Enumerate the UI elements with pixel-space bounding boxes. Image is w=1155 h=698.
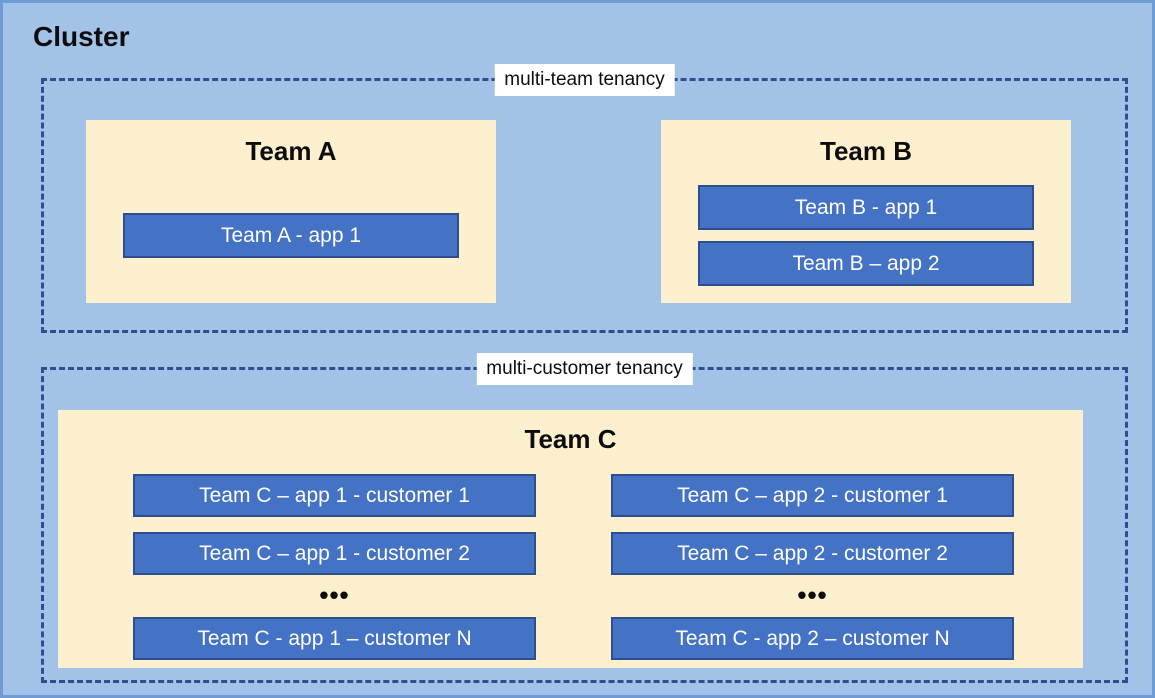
app-box-team-c-app-1-customer-2[interactable]: Team C – app 1 - customer 2 (133, 532, 536, 575)
app-box-team-c-app-2-customer-1[interactable]: Team C – app 2 - customer 1 (611, 474, 1014, 517)
team-a-title: Team A (245, 136, 337, 166)
app-box-team-b-app-2[interactable]: Team B – app 2 (698, 241, 1034, 286)
tenancy-group-multi-customer-label: multi-customer tenancy (476, 353, 693, 385)
team-c-title: Team C (524, 424, 617, 454)
ellipsis-team-c-app-1: ••• (319, 580, 350, 610)
tenancy-group-multi-customer: multi-customer tenancy (41, 353, 1128, 683)
team-box-team-b: Team B Team B - app 1 Team B – app 2 (661, 120, 1071, 303)
ellipsis-team-c-app-2: ••• (797, 580, 828, 610)
tenancy-group-multi-team: multi-team tenancy (41, 64, 1128, 333)
app-box-team-b-app-1[interactable]: Team B - app 1 (698, 185, 1034, 230)
page-title: Cluster (33, 21, 130, 52)
app-box-team-c-app-2-customer-2[interactable]: Team C – app 2 - customer 2 (611, 532, 1014, 575)
app-box-team-c-app-2-customer-n[interactable]: Team C - app 2 – customer N (611, 617, 1014, 660)
team-box-team-a: Team A Team A - app 1 (86, 120, 496, 303)
app-box-team-c-app-1-customer-1[interactable]: Team C – app 1 - customer 1 (133, 474, 536, 517)
team-box-team-c: Team C Team C – app 1 - customer 1 Team … (58, 410, 1083, 668)
team-b-title: Team B (820, 136, 912, 166)
app-box-team-c-app-1-customer-n[interactable]: Team C - app 1 – customer N (133, 617, 536, 660)
app-box-team-a-app-1[interactable]: Team A - app 1 (123, 213, 459, 258)
tenancy-group-multi-team-label: multi-team tenancy (494, 64, 675, 96)
